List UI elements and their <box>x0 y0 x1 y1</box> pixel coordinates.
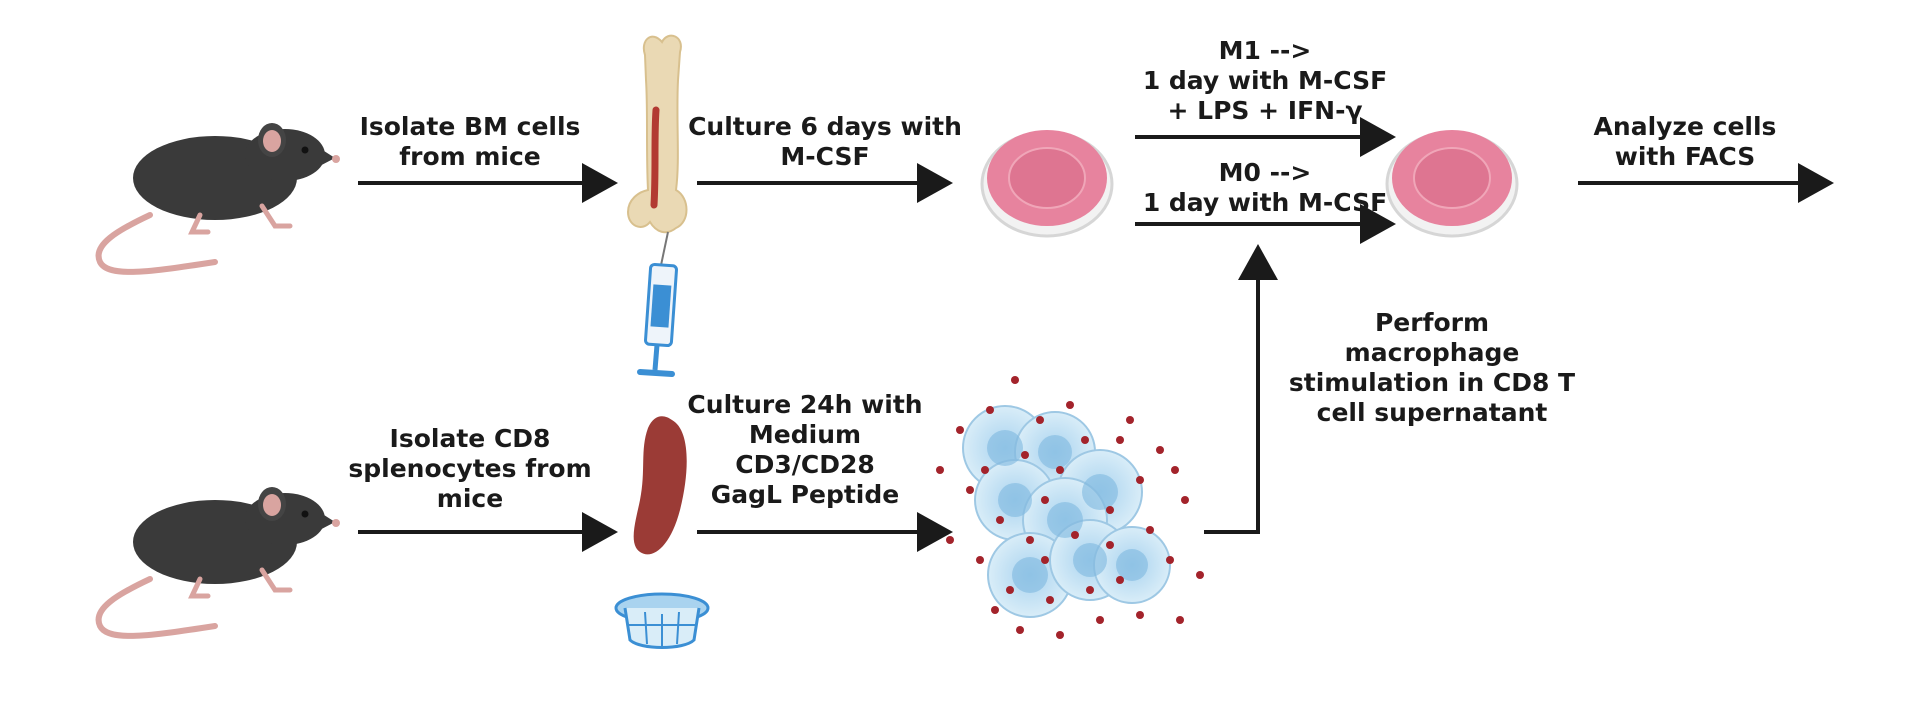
label-m1: M1 --> 1 day with M-CSF + LPS + IFN-γ <box>1142 36 1388 125</box>
spleen-icon <box>633 416 687 555</box>
label-analyze: Analyze cells with FACS <box>1593 112 1777 171</box>
bone-icon <box>626 34 688 234</box>
label-m0: M0 --> 1 day with M-CSF <box>1142 158 1388 217</box>
petri-dish-icon <box>980 130 1114 238</box>
arrows <box>358 117 1834 552</box>
mouse-icon <box>95 487 340 639</box>
label-isolate-cd8: Isolate CD8 splenocytes from mice <box>348 424 592 513</box>
mouse-icon <box>95 123 340 275</box>
label-perform: Perform macrophage stimulation in CD8 T … <box>1288 308 1576 427</box>
label-culture-24: Culture 24h with Medium CD3/CD28 GagL Pe… <box>687 390 923 509</box>
cells-cluster-icon <box>936 376 1204 639</box>
label-isolate-bm: Isolate BM cells from mice <box>359 112 581 171</box>
petri-dish-icon <box>1385 130 1519 238</box>
label-culture-6: Culture 6 days with M-CSF <box>688 112 962 171</box>
cell-strainer-icon <box>614 592 710 649</box>
syringe-icon <box>637 231 678 377</box>
arrow-perform <box>1204 244 1278 534</box>
